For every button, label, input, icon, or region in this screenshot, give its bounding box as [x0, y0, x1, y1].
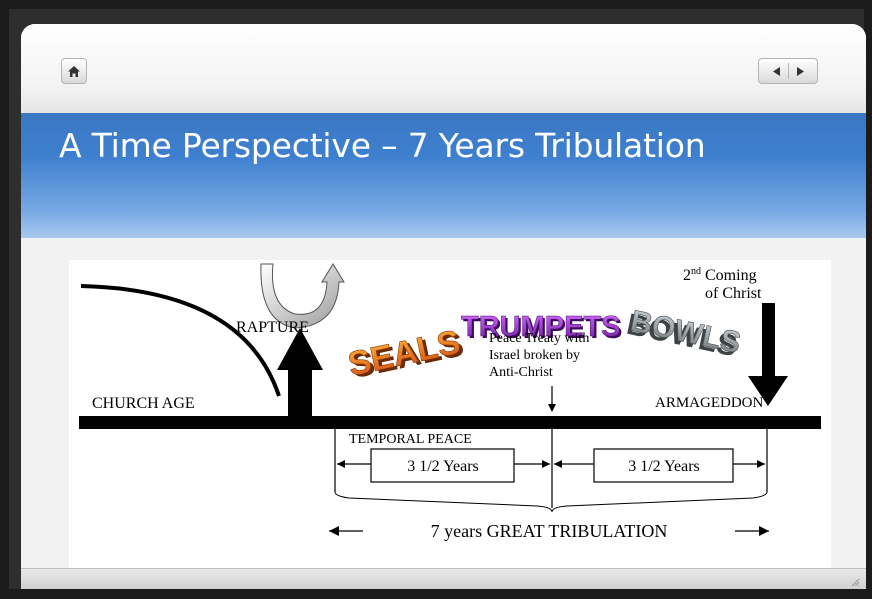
temporal-peace-label: TEMPORAL PEACE: [349, 432, 472, 447]
timeline-bar: [79, 416, 821, 429]
brace-left: [334, 491, 553, 513]
second-half-box: [593, 448, 734, 483]
top-toolbar: [21, 24, 866, 114]
church-age-arc: [80, 284, 281, 397]
tribulation-left-arrow: [329, 526, 339, 536]
rapture-up-arrow: [277, 328, 323, 416]
bowls-wordart: BOWLS BOWLS: [624, 304, 744, 363]
first-half-right-arrow: [542, 460, 550, 468]
second-half-label: 3 1/2 Years: [628, 458, 700, 475]
first-half-label: 3 1/2 Years: [407, 458, 479, 475]
church-age-label: CHURCH AGE: [92, 395, 195, 412]
second-coming-down-arrow: [748, 303, 788, 406]
second-half-left-arrow: [554, 460, 562, 468]
first-half-left-arrow: [337, 460, 345, 468]
second-half-right-arrow: [757, 460, 765, 468]
rapture-label: RAPTURE: [236, 319, 309, 336]
tribulation-timeline-diagram: SEALS SEALS TRUMPETS TRUMPETS BOWLS BOWL…: [69, 260, 831, 572]
timeline-svg: SEALS SEALS TRUMPETS TRUMPETS BOWLS BOWL…: [79, 263, 821, 541]
second-coming-label-line2: of Christ: [705, 285, 762, 302]
nav-separator: [787, 63, 789, 79]
slide-title: A Time Perspective – 7 Years Tribulation: [59, 126, 706, 165]
bottom-status-bar: [21, 568, 866, 589]
armageddon-label: ARMAGEDDON: [655, 395, 764, 411]
triangle-right-icon: [796, 66, 804, 76]
resize-grip-icon[interactable]: [850, 577, 860, 587]
home-icon: [68, 65, 80, 77]
next-slide-button[interactable]: [795, 66, 806, 77]
brace-right: [551, 491, 768, 513]
first-half-box: [370, 448, 515, 483]
peace-treaty-line3: Anti-Christ: [489, 365, 553, 380]
great-tribulation-label: 7 years GREAT TRIBULATION: [431, 521, 668, 541]
peace-treaty-line2: Israel broken by: [489, 348, 580, 363]
prev-slide-button[interactable]: [771, 66, 782, 77]
peace-treaty-arrowhead: [548, 404, 556, 412]
second-coming-label-line1: 2nd Coming: [683, 266, 757, 284]
tribulation-right-arrow: [759, 526, 769, 536]
rapture-curved-arrow: [260, 263, 345, 329]
title-banner: A Time Perspective – 7 Years Tribulation: [21, 113, 866, 238]
trumpets-wordart: TRUMPETS TRUMPETS: [461, 311, 623, 345]
trumpets-label: TRUMPETS: [461, 311, 621, 343]
peace-treaty-line1: Peace Treaty with: [489, 331, 589, 346]
svg-text:TRUMPETS: TRUMPETS: [463, 313, 623, 345]
slide: A Time Perspective – 7 Years Tribulation: [21, 24, 866, 589]
slide-navigation: [758, 58, 818, 84]
triangle-left-icon: [772, 66, 780, 76]
seals-wordart: SEALS SEALS: [344, 323, 467, 386]
home-button[interactable]: [61, 58, 87, 84]
